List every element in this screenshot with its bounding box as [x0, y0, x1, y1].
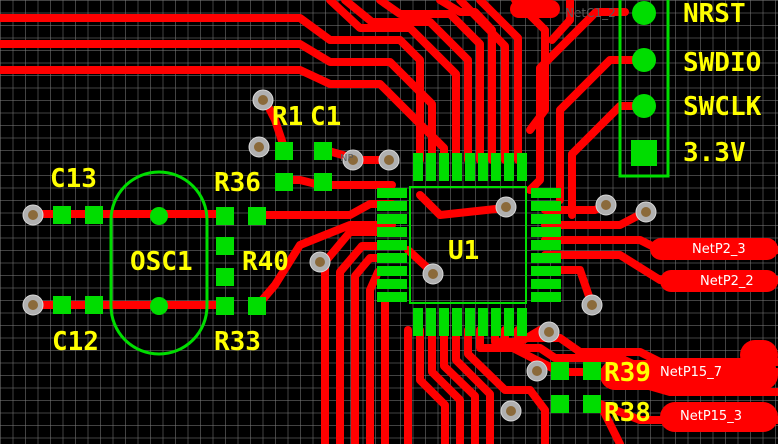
passive-pads [53, 142, 601, 413]
net-endpoints [510, 0, 778, 432]
u1-pads [377, 153, 561, 336]
header-label-3v3: 3.3V [683, 138, 746, 168]
osc1-pad-2 [150, 297, 168, 315]
label-u1[interactable]: U1 [448, 236, 480, 266]
label-c13[interactable]: C13 [50, 164, 97, 194]
label-r36[interactable]: R36 [214, 168, 261, 198]
label-r1[interactable]: R1 [272, 102, 304, 132]
header-pin-3 [632, 94, 656, 118]
net-label-netp2-3: NetP2_3 [692, 242, 746, 257]
header-label-nrst: NRST [683, 0, 746, 29]
header-label-swclk: SWCLK [683, 92, 762, 122]
header-label-swdio: SWDIO [683, 48, 762, 78]
header-pin-1 [632, 1, 656, 25]
vias [22, 89, 657, 422]
label-osc1[interactable]: OSC1 [130, 247, 193, 277]
label-r38[interactable]: R38 [604, 398, 651, 428]
label-r40[interactable]: R40 [242, 247, 289, 277]
osc1-outline [109, 170, 209, 356]
net-label-netp15-7: NetP15_7 [660, 365, 722, 380]
header-pin-2 [632, 48, 656, 72]
net-label-netp15-3: NetP15_3 [680, 409, 742, 424]
net-label-netp2-2: NetP2_2 [700, 274, 754, 289]
label-r33[interactable]: R33 [214, 327, 261, 357]
label-c1[interactable]: C1 [310, 102, 342, 132]
osc1-pad-1 [150, 207, 168, 225]
header-pin-4 [631, 140, 657, 166]
net-label-netc1-2: NetC1_2 [565, 6, 616, 20]
label-r39[interactable]: R39 [604, 358, 651, 388]
header-outline [618, 0, 670, 178]
u1-outline [409, 186, 527, 304]
net-label-np: NP [340, 153, 354, 164]
label-c12[interactable]: C12 [52, 327, 99, 357]
